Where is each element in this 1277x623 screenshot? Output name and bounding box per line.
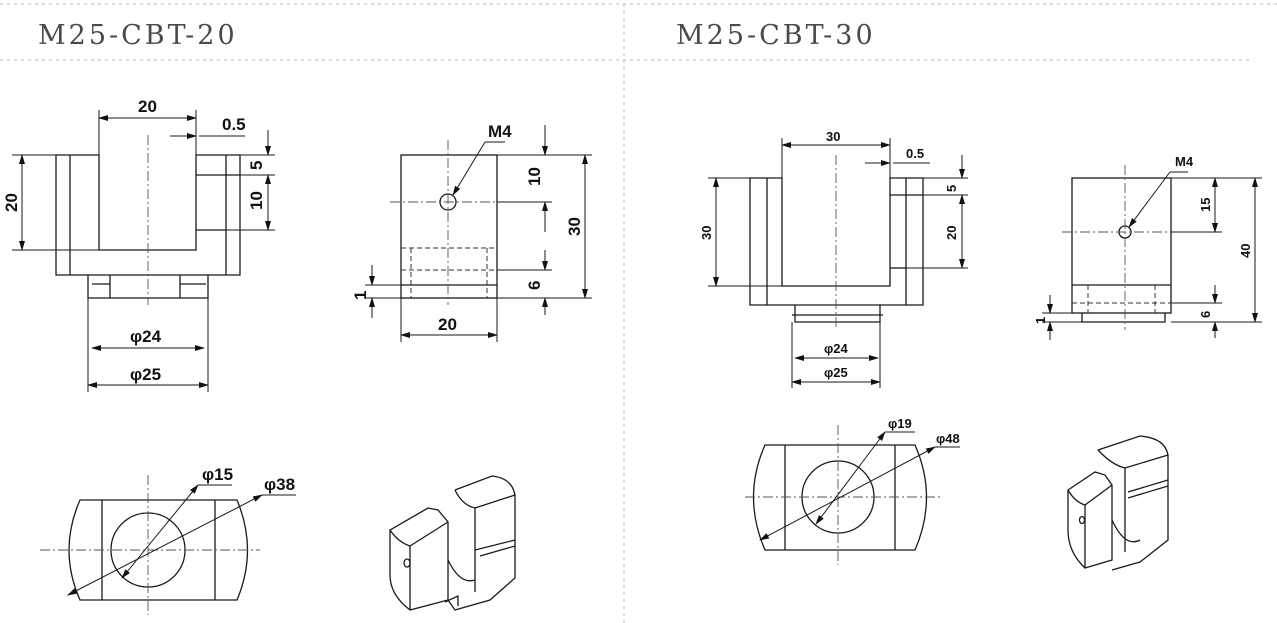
dim-base-height-l: 6 (525, 281, 544, 290)
dim-total-height-r: 40 (1238, 244, 1253, 258)
dim-step-l: 10 (247, 191, 266, 210)
dim-hole-pos-l: 10 (525, 167, 544, 186)
dim-inner-dia-r: φ19 (888, 416, 912, 431)
dim-top-width-r: 30 (826, 129, 840, 144)
dim-outer-dia-r: φ48 (936, 431, 960, 446)
dim-slot-depth-l: 5 (247, 161, 266, 170)
dim-total-height-l: 30 (565, 217, 584, 236)
side-view-right (1042, 165, 1262, 340)
dim-gap-r: 0.5 (906, 146, 924, 161)
isometric-view-left (389, 475, 516, 611)
side-view-left (365, 125, 592, 342)
isometric-view-right (1067, 435, 1169, 571)
front-view-right (708, 138, 968, 388)
dim-thread-r: M4 (1175, 154, 1194, 169)
front-view-left (12, 110, 275, 392)
dim-step-r: 20 (944, 226, 959, 240)
dim-lip-r: 1 (1033, 317, 1048, 324)
dim-height-r: 30 (699, 226, 714, 240)
dim-gap-l: 0.5 (222, 115, 246, 134)
dim-bore-outer-l: φ25 (130, 365, 161, 384)
dim-outer-dia-l: φ38 (264, 475, 295, 494)
top-view-right (745, 425, 960, 565)
dim-width-l: 20 (438, 315, 457, 334)
dim-base-height-r: 6 (1198, 311, 1213, 318)
dim-bore-inner-l: φ24 (130, 327, 162, 346)
dim-inner-dia-l: φ15 (202, 465, 233, 484)
dim-bore-inner-r: φ24 (824, 341, 849, 356)
dim-slot-depth-r: 5 (944, 185, 959, 192)
dim-lip-l: 1 (351, 291, 370, 300)
dim-bore-outer-r: φ25 (824, 365, 848, 380)
dim-top-width-l: 20 (138, 97, 157, 116)
top-view-left (40, 475, 296, 615)
dim-height-l: 20 (2, 193, 21, 212)
dim-hole-pos-r: 15 (1198, 198, 1213, 212)
model-title-left: M25-CBT-20 (38, 20, 238, 51)
separator-lines (0, 3, 1277, 623)
model-title-right: M25-CBT-30 (676, 20, 876, 51)
dim-thread-l: M4 (488, 122, 512, 141)
